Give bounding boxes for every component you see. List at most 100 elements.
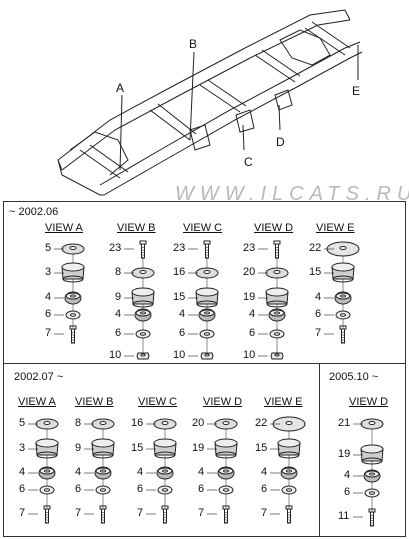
part-23 xyxy=(124,240,147,259)
part-number-label: 3 xyxy=(45,266,52,278)
part-5 xyxy=(28,418,59,430)
part-number-label: 4 xyxy=(115,308,122,320)
part-6 xyxy=(353,488,380,498)
part-number-label: 19 xyxy=(243,291,256,303)
part-15 xyxy=(146,438,177,459)
part-7 xyxy=(324,325,347,344)
part-number-label: 4 xyxy=(137,466,144,478)
part-4 xyxy=(188,308,216,322)
part-3 xyxy=(54,262,85,283)
section-date-2002-07: 2002.07 ~ xyxy=(14,371,64,383)
part-stack xyxy=(54,243,85,344)
view-title: VIEW C xyxy=(138,396,178,408)
part-number-label: 19 xyxy=(192,442,205,454)
part-number-label: 8 xyxy=(75,417,82,429)
part-number-label: 15 xyxy=(255,442,268,454)
part-number-label: 20 xyxy=(192,417,205,429)
part-20 xyxy=(207,418,238,430)
part-4 xyxy=(124,308,152,322)
part-number-label: 7 xyxy=(19,507,26,519)
part-number-label: 23 xyxy=(243,242,256,254)
part-4 xyxy=(324,291,352,305)
part-7 xyxy=(28,505,51,524)
part-number-label: 4 xyxy=(75,466,82,478)
part-number-label: 15 xyxy=(131,442,144,454)
part-8 xyxy=(124,267,155,279)
part-number-label: 4 xyxy=(261,466,268,478)
part-number-label: 3 xyxy=(19,442,26,454)
part-number-label: 4 xyxy=(179,308,186,320)
part-number-label: 8 xyxy=(115,266,122,278)
part-20 xyxy=(258,267,289,279)
part-21 xyxy=(353,418,384,430)
part-number-label: 7 xyxy=(45,327,52,339)
part-number-label: 7 xyxy=(315,327,322,339)
part-19 xyxy=(207,438,238,459)
part-6 xyxy=(28,485,55,495)
part-stack xyxy=(188,240,219,360)
part-22 xyxy=(270,416,306,432)
part-19 xyxy=(258,287,289,308)
part-4 xyxy=(270,466,298,480)
part-4 xyxy=(207,466,235,480)
part-number-label: 16 xyxy=(131,417,144,429)
part-stack xyxy=(207,418,238,524)
part-number-label: 23 xyxy=(173,242,186,254)
part-stack xyxy=(258,240,289,360)
part-number-label: 16 xyxy=(173,266,186,278)
part-stack xyxy=(353,418,384,527)
part-number-label: 6 xyxy=(45,308,52,320)
part-stack xyxy=(324,241,360,344)
part-6 xyxy=(324,310,351,320)
frame-callout-a: A xyxy=(116,81,125,95)
part-number-label: 10 xyxy=(173,349,186,361)
watermark: WWW.ILCATS.RU xyxy=(175,183,409,205)
part-15 xyxy=(188,287,219,308)
part-16 xyxy=(188,267,219,279)
part-number-label: 6 xyxy=(249,327,256,339)
part-number-label: 6 xyxy=(179,327,186,339)
part-number-label: 7 xyxy=(198,507,205,519)
part-5 xyxy=(54,243,85,255)
part-number-label: 9 xyxy=(75,442,82,454)
view-title: VIEW D xyxy=(349,396,389,408)
part-stack xyxy=(28,418,59,524)
part-10 xyxy=(258,352,284,360)
part-number-label: 6 xyxy=(344,486,351,498)
part-7 xyxy=(207,505,230,524)
part-6 xyxy=(258,329,285,339)
view-title: VIEW D xyxy=(254,222,294,234)
part-number-label: 6 xyxy=(261,483,268,495)
part-stack xyxy=(84,418,115,524)
view-title: VIEW B xyxy=(75,396,114,408)
part-7 xyxy=(270,505,293,524)
part-number-label: 20 xyxy=(243,266,256,278)
part-6 xyxy=(146,485,173,495)
part-3 xyxy=(28,438,59,459)
part-number-label: 6 xyxy=(19,483,26,495)
part-4 xyxy=(258,308,286,322)
part-number-label: 4 xyxy=(344,469,351,481)
part-number-label: 10 xyxy=(109,349,122,361)
part-22 xyxy=(324,241,360,257)
part-4 xyxy=(353,469,381,483)
part-number-label: 5 xyxy=(19,417,26,429)
part-number-label: 15 xyxy=(173,291,186,303)
part-number-label: 23 xyxy=(109,242,122,254)
part-number-label: 10 xyxy=(243,349,256,361)
part-9 xyxy=(124,287,155,308)
section-date-2005-10: 2005.10 ~ xyxy=(329,371,379,383)
part-16 xyxy=(146,418,177,430)
frame-callout-e: E xyxy=(352,84,361,98)
part-number-label: 9 xyxy=(115,291,122,303)
part-number-label: 22 xyxy=(255,417,268,429)
part-number-label: 4 xyxy=(315,291,322,303)
part-4 xyxy=(54,291,82,305)
frame-callout-b: B xyxy=(189,37,198,51)
part-stack xyxy=(124,240,155,360)
view-title: VIEW E xyxy=(264,396,303,408)
part-number-label: 6 xyxy=(137,483,144,495)
part-number-label: 11 xyxy=(338,510,350,522)
part-6 xyxy=(188,329,215,339)
